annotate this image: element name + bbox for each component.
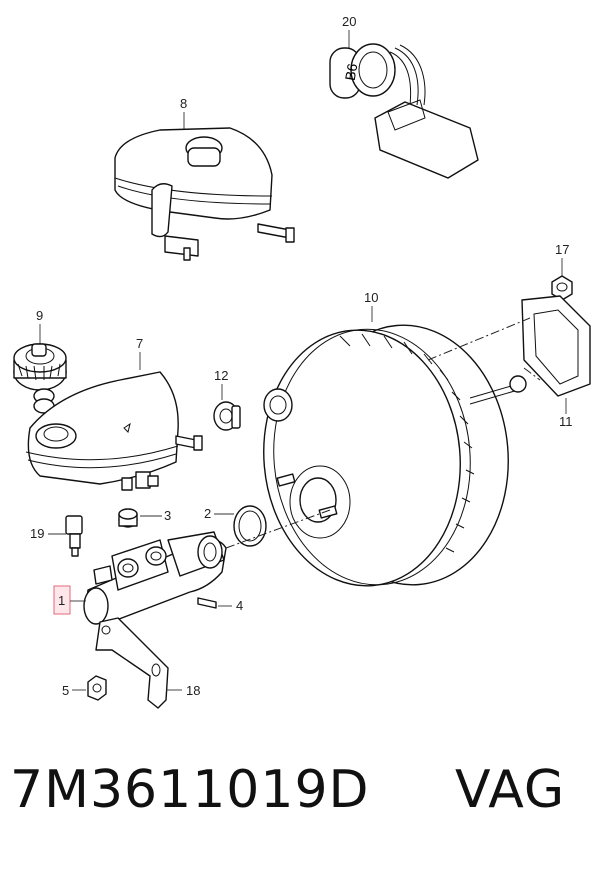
switch-marking: B6: [342, 62, 361, 82]
exploded-parts-diagram: B6: [13, 14, 591, 709]
bracket-part-18: [95, 617, 182, 709]
grommet-part-12: [213, 384, 293, 431]
callout-12: 12: [214, 368, 228, 383]
brake-fluid-reservoir-part-7: [25, 352, 203, 491]
seal-part-3: [118, 508, 162, 528]
callout-7: 7: [136, 336, 143, 351]
gasket-part-11: [521, 295, 591, 414]
master-cylinder-part-1: [83, 509, 331, 625]
nut-part-5: [72, 675, 107, 701]
callout-5: 5: [62, 683, 69, 698]
pin-part-4: [197, 597, 232, 609]
brake-fluid-reservoir-part-8: [114, 112, 295, 261]
callout-18: 18: [186, 683, 200, 698]
highlight-box-part-1: [53, 585, 71, 615]
callout-19: 19: [30, 526, 44, 541]
callout-1: 1: [58, 593, 65, 608]
reservoir-cap-part-9: [13, 324, 67, 414]
callout-4: 4: [236, 598, 243, 613]
callout-9: 9: [36, 308, 43, 323]
callout-3: 3: [164, 508, 171, 523]
callout-11: 11: [559, 414, 573, 429]
brake-servo-part-10: [263, 306, 541, 587]
sensor-part-19: [48, 515, 83, 557]
o-ring-part-2: [214, 505, 267, 547]
callout-20: 20: [342, 14, 356, 29]
callout-17: 17: [555, 242, 569, 257]
pressure-switch-part-20: B6: [329, 30, 479, 179]
brand-label: VAG: [455, 760, 566, 820]
part-number: 7M3611019D: [10, 760, 370, 820]
callout-10: 10: [364, 290, 378, 305]
callout-2: 2: [204, 506, 211, 521]
callout-8: 8: [180, 96, 187, 111]
